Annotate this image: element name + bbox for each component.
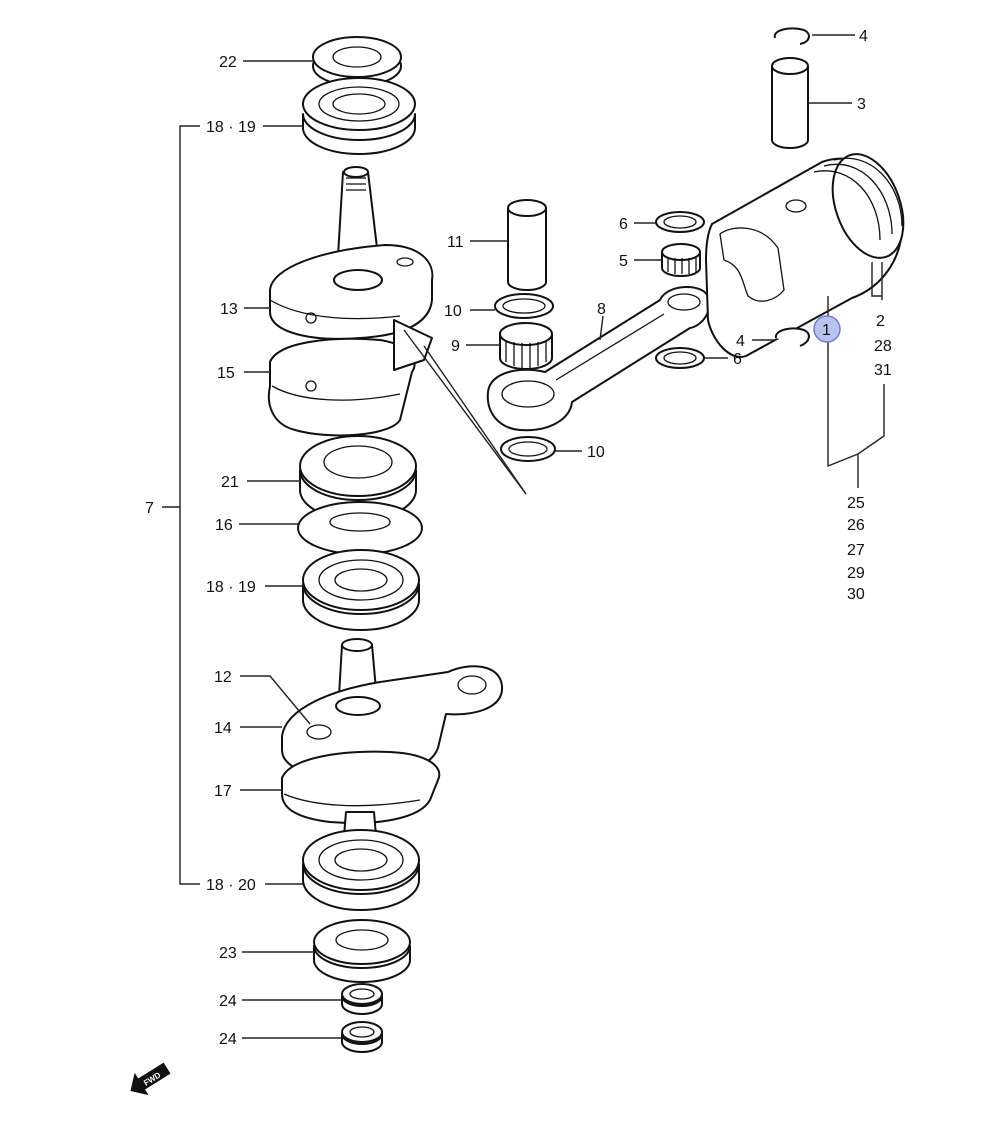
callout-6a: 6 bbox=[619, 216, 628, 233]
callout-24a: 24 bbox=[219, 993, 237, 1010]
callout-27: 27 bbox=[847, 542, 865, 559]
part-seal-24a[interactable] bbox=[341, 983, 383, 1015]
callout-12: 12 bbox=[214, 669, 232, 686]
part-crank-pin-11[interactable] bbox=[507, 199, 547, 291]
callout-3: 3 bbox=[857, 96, 866, 113]
callout-4a: 4 bbox=[859, 28, 868, 45]
part-crank-web-13[interactable] bbox=[269, 166, 434, 340]
part-needle-bearing-5[interactable] bbox=[661, 243, 701, 277]
callout-16: 16 bbox=[215, 517, 233, 534]
callout-9: 9 bbox=[451, 338, 460, 355]
callout-2: 2 bbox=[876, 313, 885, 330]
callout-1: 1 bbox=[822, 322, 831, 339]
callout-23: 23 bbox=[219, 945, 237, 962]
part-crank-web-15[interactable] bbox=[267, 319, 433, 437]
callout-31: 31 bbox=[874, 362, 892, 379]
callout-18-19-mid: 18 · 19 bbox=[206, 579, 256, 596]
callout-13: 13 bbox=[220, 301, 238, 318]
callout-29: 29 bbox=[847, 565, 865, 582]
bracket-2-28-31 bbox=[871, 262, 883, 300]
callout-15: 15 bbox=[217, 365, 235, 382]
part-circlip-4-top[interactable] bbox=[773, 27, 810, 45]
callout-17: 17 bbox=[214, 783, 232, 800]
leader-lines bbox=[239, 34, 855, 1039]
part-washer-10-top[interactable] bbox=[494, 293, 554, 319]
part-bearing-18-19-mid[interactable] bbox=[302, 549, 420, 631]
callout-labels: 22 18 · 19 13 15 7 21 16 18 · 19 12 14 1… bbox=[145, 28, 892, 1048]
bracket-7 bbox=[162, 125, 200, 885]
callout-11: 11 bbox=[447, 234, 464, 251]
assembly-guide-lines bbox=[403, 329, 527, 495]
callout-10b: 10 bbox=[587, 444, 605, 461]
callout-26: 26 bbox=[847, 517, 865, 534]
part-circlip-4-side[interactable] bbox=[774, 327, 810, 347]
callout-7: 7 bbox=[145, 500, 154, 517]
callout-21: 21 bbox=[221, 474, 239, 491]
callout-1-highlight[interactable]: 1 bbox=[813, 315, 841, 343]
part-plate-16[interactable] bbox=[297, 501, 423, 555]
callout-18-19-top: 18 · 19 bbox=[206, 119, 256, 136]
callout-6b: 6 bbox=[733, 351, 742, 368]
callout-25: 25 bbox=[847, 495, 865, 512]
part-piston-pin-3[interactable] bbox=[771, 57, 809, 149]
callout-30: 30 bbox=[847, 586, 865, 603]
part-washer-6-top[interactable] bbox=[655, 211, 705, 233]
callout-24b: 24 bbox=[219, 1031, 237, 1048]
callout-22: 22 bbox=[219, 54, 237, 71]
part-oil-seal-22[interactable] bbox=[312, 36, 402, 87]
part-washer-6-bottom[interactable] bbox=[655, 347, 705, 369]
part-washer-10-bottom[interactable] bbox=[500, 436, 556, 462]
part-bearing-18-20[interactable] bbox=[302, 829, 420, 911]
part-bearing-18-19-top[interactable] bbox=[302, 77, 416, 155]
callout-14: 14 bbox=[214, 720, 232, 737]
part-oil-seal-23[interactable] bbox=[313, 919, 411, 983]
part-needle-bearing-9[interactable] bbox=[499, 322, 553, 370]
part-seal-24b[interactable] bbox=[341, 1021, 383, 1053]
part-crank-lower-12-14-17[interactable] bbox=[281, 638, 504, 837]
callout-4b: 4 bbox=[736, 333, 745, 350]
part-piston-1[interactable] bbox=[705, 144, 917, 358]
callout-8: 8 bbox=[597, 301, 606, 318]
bracket-25-30 bbox=[827, 296, 885, 488]
callout-28: 28 bbox=[874, 338, 892, 355]
fwd-arrow-icon: FWD bbox=[130, 1062, 171, 1096]
callout-10a: 10 bbox=[444, 303, 462, 320]
callout-18-20: 18 · 20 bbox=[206, 877, 256, 894]
callout-5: 5 bbox=[619, 253, 628, 270]
